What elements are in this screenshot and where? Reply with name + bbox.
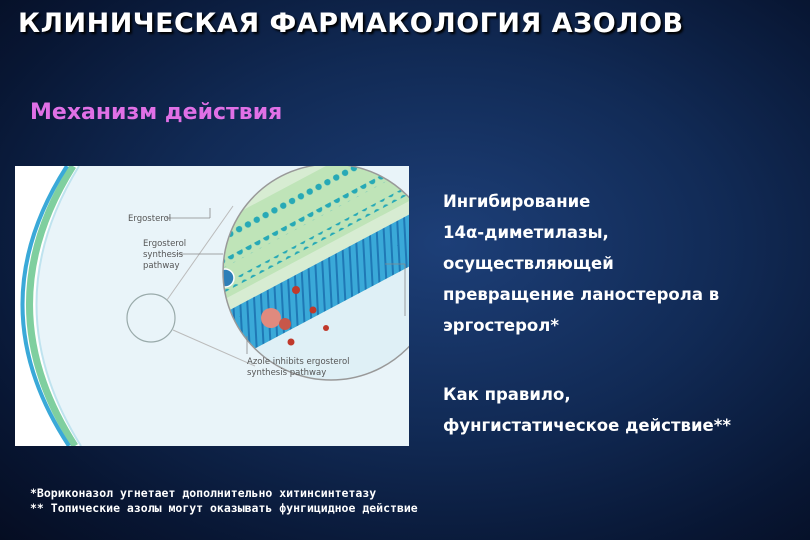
azole-molecule-icon [223, 268, 235, 288]
point2-line1: Как правило, [443, 385, 571, 404]
label-azole-1: Azole inhibits ergosterol [247, 357, 350, 367]
point-inhibition: Ингибирование 14α-диметилазы, осуществля… [443, 186, 803, 341]
mechanism-description: Ингибирование 14α-диметилазы, осуществля… [443, 186, 803, 441]
point1-line5: эргостерол* [443, 316, 559, 335]
footnote-2: ** Топические азолы могут оказывать фунг… [30, 501, 418, 515]
enzyme-blob [261, 308, 281, 328]
label-ergosterol: Ergosterol [128, 214, 171, 224]
point2-line2: фунгистатическое действие** [443, 416, 731, 435]
point-fungistatic: Как правило, фунгистатическое действие** [443, 379, 803, 441]
label-pathway-1: Ergosterol [143, 239, 186, 249]
label-azole-2: synthesis pathway [247, 368, 326, 378]
point1-line2: 14α-диметилазы, [443, 223, 609, 242]
azole-mechanism-illustration: Ergosterol Ergosterol synthesis pathway … [20, 166, 409, 446]
point1-line1: Ингибирование [443, 192, 591, 211]
point1-line3: осуществляющей [443, 254, 614, 273]
slide-title: КЛИНИЧЕСКАЯ ФАРМАКОЛОГИЯ АЗОЛОВ [18, 8, 684, 39]
mechanism-figure: Ergosterol Ergosterol synthesis pathway … [15, 166, 409, 446]
label-pathway-2: synthesis [143, 250, 184, 260]
footnote-1: *Вориконазол угнетает дополнительно хити… [30, 486, 377, 500]
zoom-source-circle [126, 293, 176, 343]
label-pathway-3: pathway [143, 261, 180, 271]
slide-subtitle: Механизм действия [30, 100, 283, 125]
footnotes: *Вориконазол угнетает дополнительно хити… [30, 486, 418, 516]
point1-line4: превращение ланостерола в [443, 285, 720, 304]
